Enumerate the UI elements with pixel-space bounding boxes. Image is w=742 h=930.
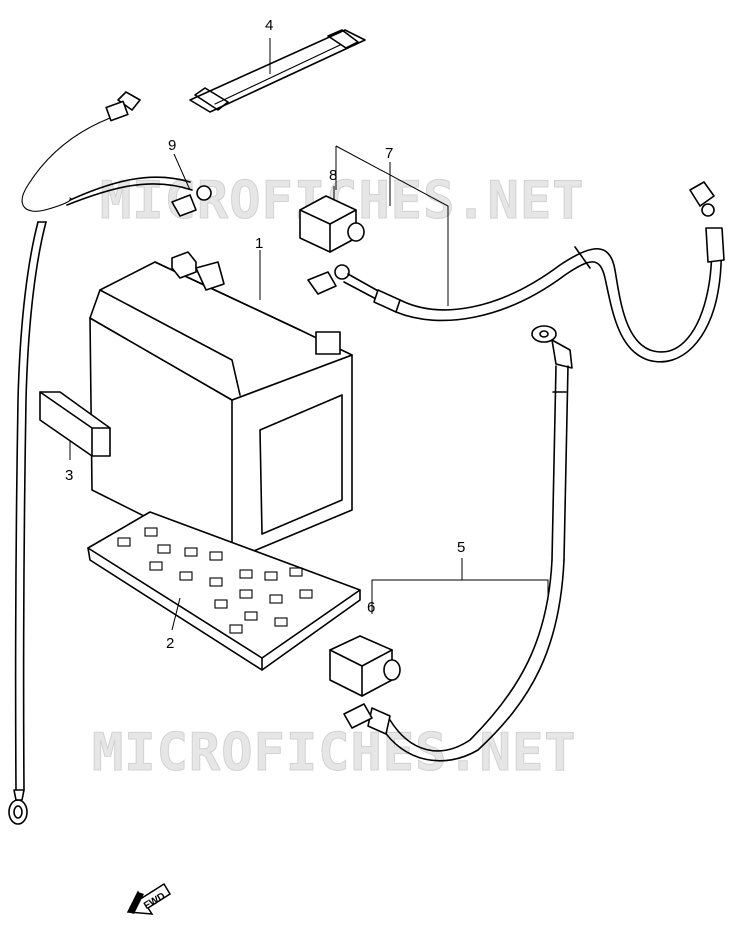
- positive-cable-part[interactable]: [307, 181, 725, 363]
- battery-strap-part[interactable]: [189, 29, 366, 113]
- callout-1: 1: [255, 235, 263, 252]
- callout-2: 2: [166, 635, 174, 652]
- leader-lines: [69, 38, 549, 631]
- battery-part[interactable]: [89, 251, 353, 561]
- negative-cable-part[interactable]: [343, 325, 573, 762]
- watermark-bottom: MICROFICHES.NET: [92, 723, 577, 783]
- label-sticker-part[interactable]: [39, 391, 111, 457]
- callout-6: 6: [367, 599, 375, 616]
- terminal-cover-top-part[interactable]: [299, 195, 365, 253]
- fwd-label: FWD: [142, 891, 167, 912]
- battery-tray-part[interactable]: [87, 511, 361, 671]
- callout-4: 4: [265, 17, 273, 34]
- forward-arrow-icon: FWD: [126, 882, 172, 915]
- sensor-lead-part[interactable]: [8, 91, 212, 825]
- callout-9: 9: [168, 137, 176, 154]
- callout-3: 3: [65, 467, 73, 484]
- terminal-cover-bottom-part[interactable]: [329, 635, 401, 697]
- callout-5: 5: [457, 539, 465, 556]
- callout-7: 7: [385, 145, 393, 162]
- watermark-top: MICROFICHES.NET: [100, 171, 585, 231]
- callout-8: 8: [329, 167, 337, 184]
